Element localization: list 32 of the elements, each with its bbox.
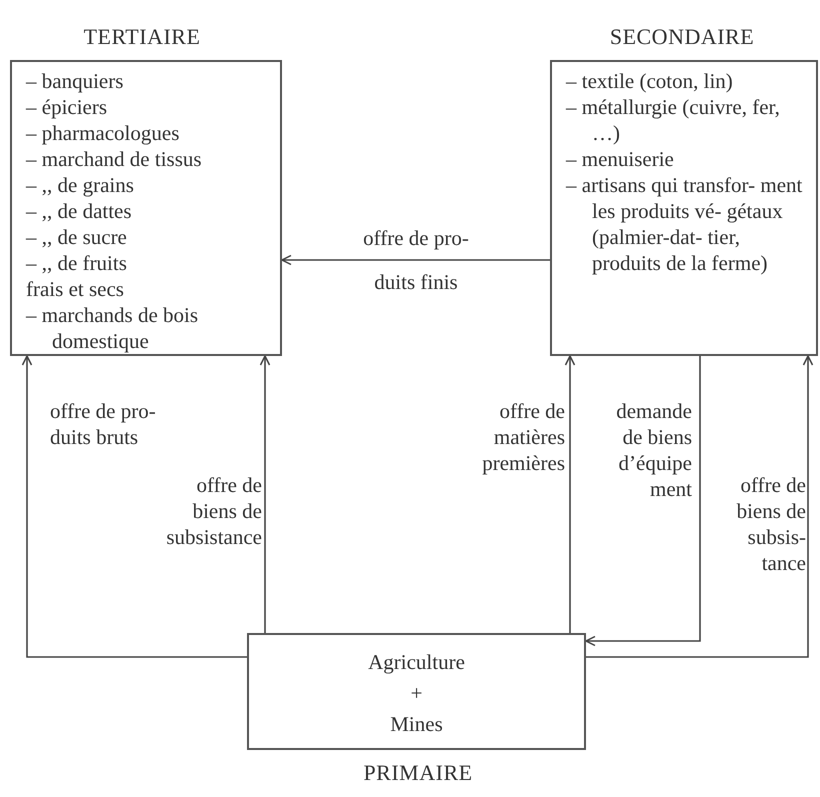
arrow bbox=[260, 355, 270, 633]
list-item: – pharmacologues bbox=[26, 120, 180, 146]
list-item: – ,, de dattes bbox=[26, 198, 133, 224]
list-item: – épiciers bbox=[26, 94, 108, 120]
edge-label: offre de pro- duits finis bbox=[362, 225, 470, 296]
list-item: – marchand de tissus bbox=[26, 146, 203, 172]
arrow bbox=[586, 355, 814, 658]
list-item: frais et secs bbox=[26, 276, 125, 302]
edge-label: offre de biens de subsis- tance bbox=[736, 472, 806, 576]
edge-label: demande de biens d’équipe ment bbox=[615, 398, 692, 502]
list-item: – métallurgie (cuivre, fer, …) bbox=[566, 94, 781, 146]
sector-heading: TERTIAIRE bbox=[84, 24, 200, 50]
edge-label: offre de biens de subsistance bbox=[165, 472, 262, 550]
box-text: Mines bbox=[389, 711, 444, 738]
list-item: – marchands de bois domestique bbox=[26, 302, 200, 354]
edge-label: offre de matières premières bbox=[481, 398, 565, 476]
arrow bbox=[281, 254, 550, 266]
list-item: – artisans qui transfor- ment les produits vé- gétaux (palmier-dat- tier, produits de la ferme) bbox=[566, 172, 804, 276]
list-item: – ,, de sucre bbox=[26, 224, 128, 250]
box-text: Agriculture bbox=[367, 649, 466, 676]
list-item: – menuiserie bbox=[566, 146, 675, 172]
list-item: – ,, de fruits bbox=[26, 250, 128, 276]
list-item: – textile (coton, lin) bbox=[566, 68, 734, 94]
sector-heading: SECONDAIRE bbox=[610, 24, 754, 50]
list-item: – banquiers bbox=[26, 68, 124, 94]
edge-label: offre de pro- duits bruts bbox=[50, 398, 157, 450]
list-item: – ,, de grains bbox=[26, 172, 135, 198]
arrow bbox=[564, 355, 576, 633]
sector-heading: PRIMAIRE bbox=[363, 760, 473, 786]
arrow bbox=[22, 355, 247, 658]
box-text: + bbox=[410, 680, 424, 707]
arrow bbox=[585, 356, 701, 646]
